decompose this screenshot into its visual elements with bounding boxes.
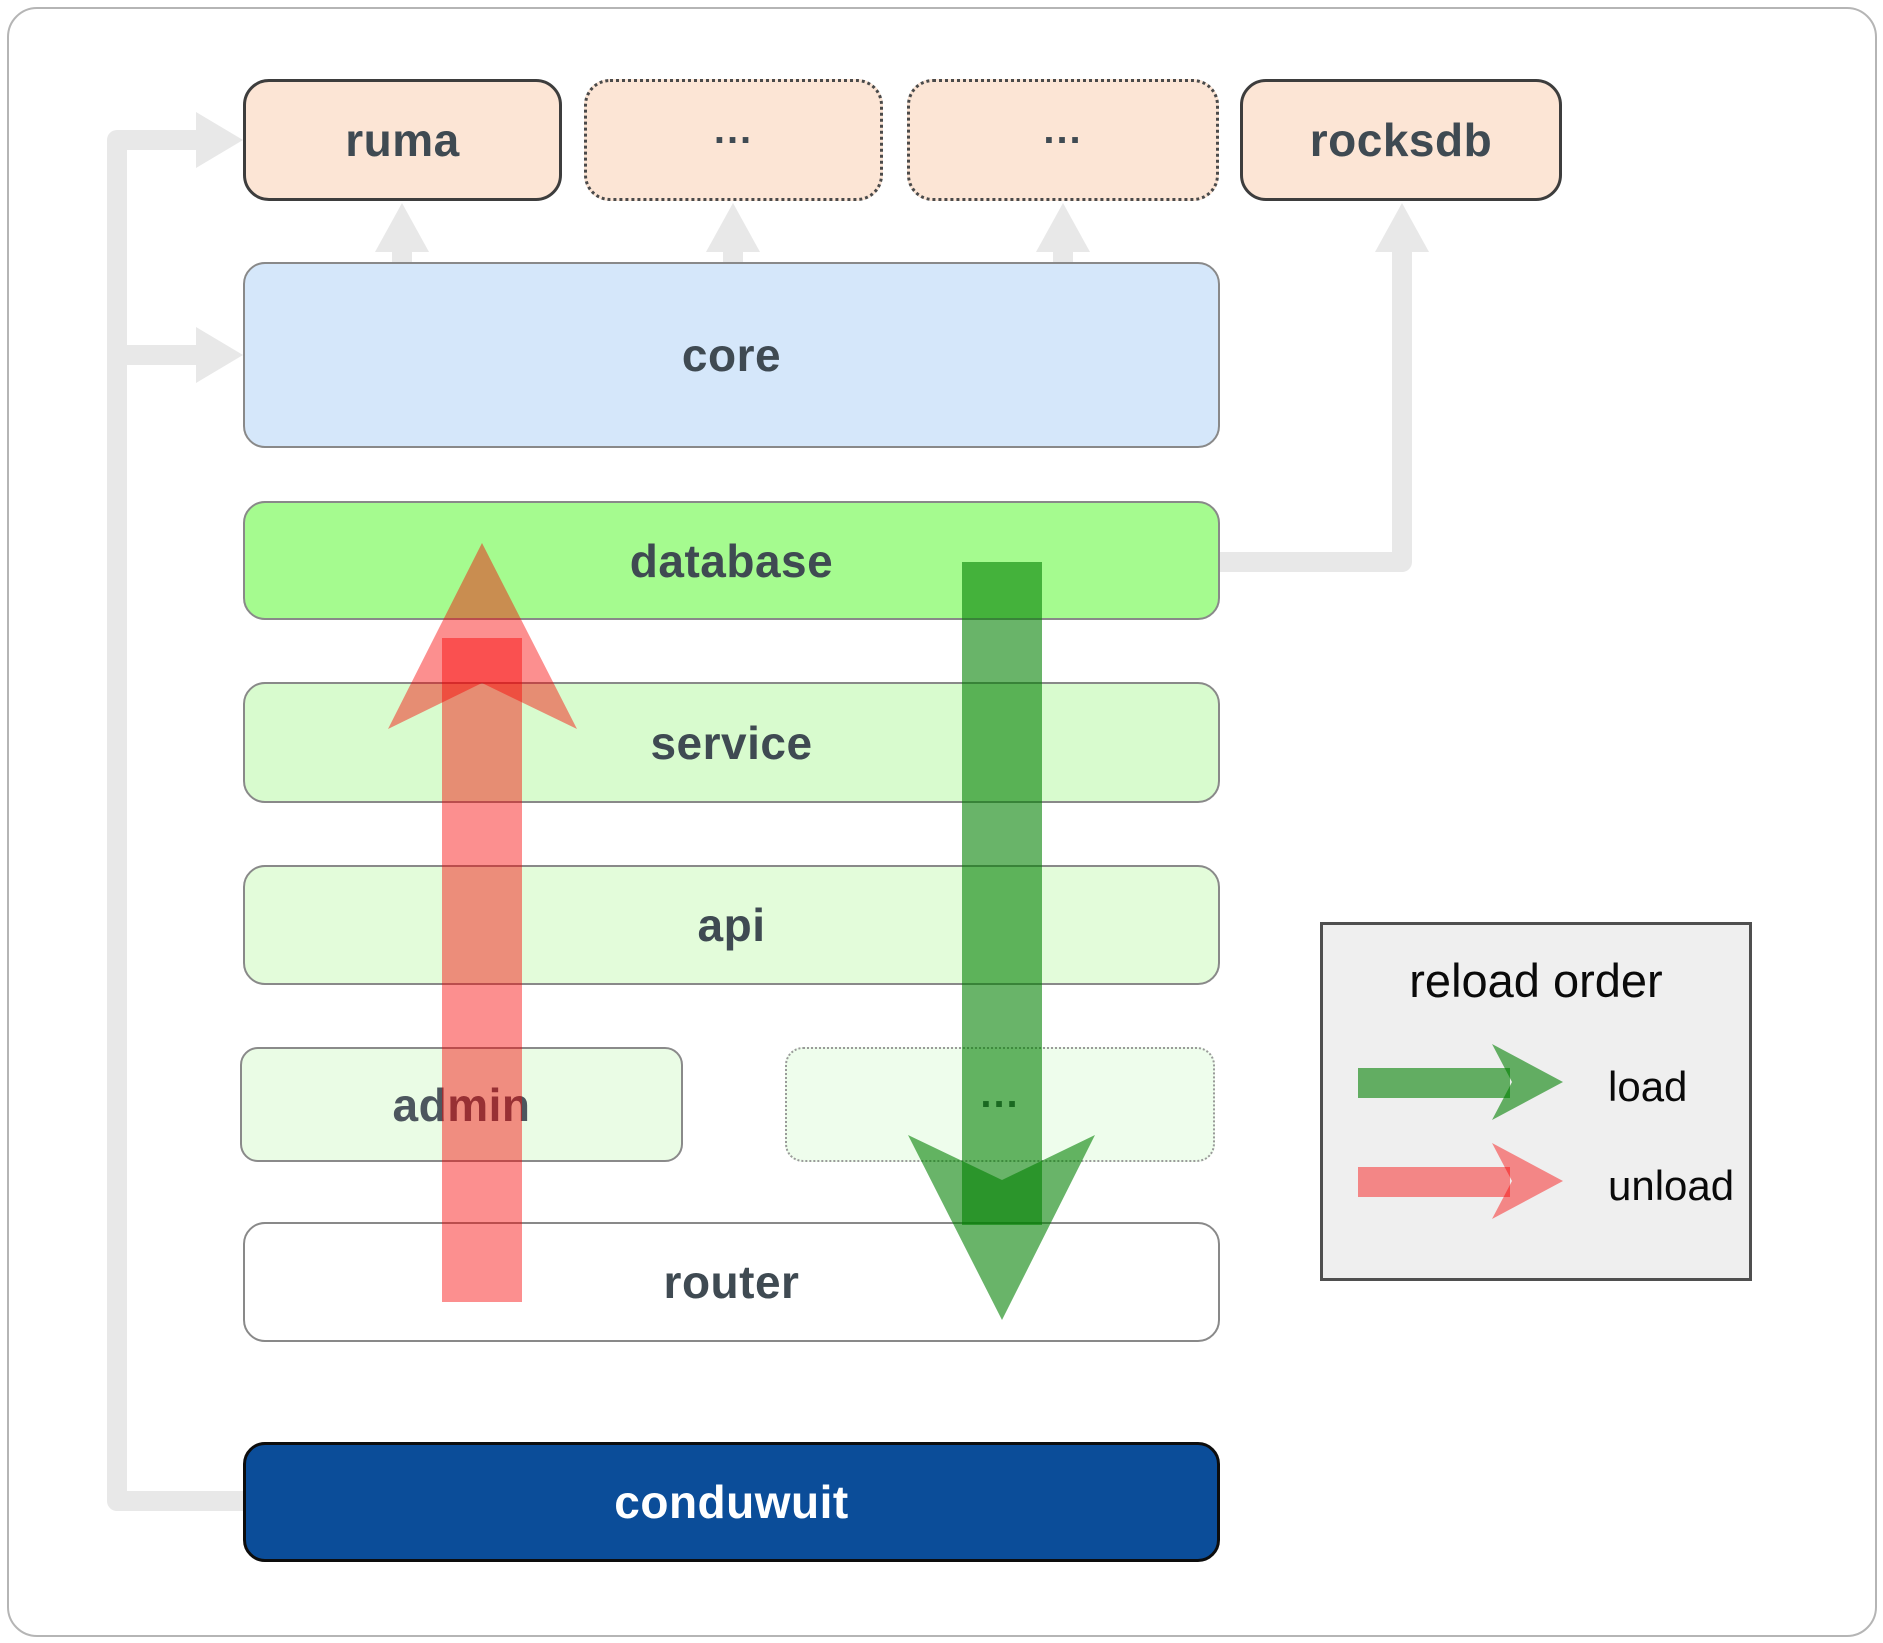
- box-conduwuit-label: conduwuit: [614, 1476, 849, 1528]
- box-admin-label: admin: [392, 1078, 531, 1131]
- box-core: core: [243, 262, 1220, 448]
- box-router: router: [243, 1222, 1220, 1342]
- box-admin: admin: [240, 1047, 683, 1162]
- box-api-label: api: [697, 899, 766, 951]
- diagram-border: [7, 7, 1877, 1637]
- box-database-label: database: [629, 534, 834, 587]
- box-api: api: [243, 865, 1220, 985]
- legend-load-label: load: [1608, 1063, 1688, 1110]
- box-ruma: ruma: [243, 79, 562, 201]
- box-other-service-label: ...: [980, 1072, 1020, 1116]
- box-rocksdb: rocksdb: [1240, 79, 1562, 201]
- box-service-label: service: [650, 716, 813, 769]
- legend-reload-order: reload order load unload: [1320, 922, 1752, 1281]
- legend-unload-label: unload: [1608, 1162, 1735, 1209]
- box-other-crate-1: ...: [584, 79, 883, 201]
- box-conduwuit: conduwuit: [243, 1442, 1220, 1562]
- box-core-label: core: [681, 329, 782, 381]
- box-other-crate-1-label: ...: [713, 107, 754, 152]
- box-other-crate-2: ...: [907, 79, 1219, 201]
- box-ruma-label: ruma: [345, 114, 460, 166]
- box-router-label: router: [663, 1256, 800, 1308]
- box-service: service: [243, 682, 1220, 803]
- box-other-service: ...: [785, 1047, 1215, 1162]
- legend-title: reload order: [1409, 954, 1663, 1007]
- box-rocksdb-label: rocksdb: [1309, 114, 1493, 166]
- box-database: database: [243, 501, 1220, 620]
- box-other-crate-2-label: ...: [1043, 107, 1083, 152]
